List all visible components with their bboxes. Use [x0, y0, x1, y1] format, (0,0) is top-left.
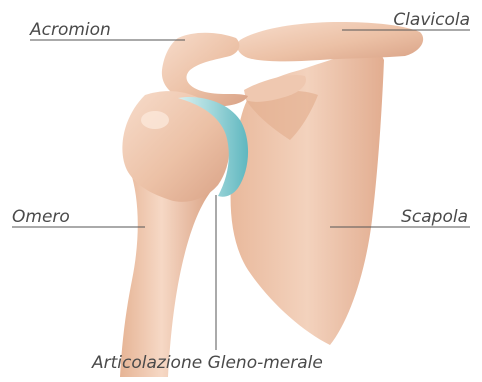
scapula-label: Scapola — [401, 209, 468, 226]
humerus-label: Omero — [12, 209, 70, 226]
scapula-bone — [231, 48, 384, 345]
clavicle-label: Clavicola — [393, 12, 470, 29]
glenohumeral-joint-label: Articolazione Gleno-merale — [92, 355, 323, 372]
humerus-bone — [120, 91, 230, 377]
acromion-label: Acromion — [30, 22, 111, 39]
